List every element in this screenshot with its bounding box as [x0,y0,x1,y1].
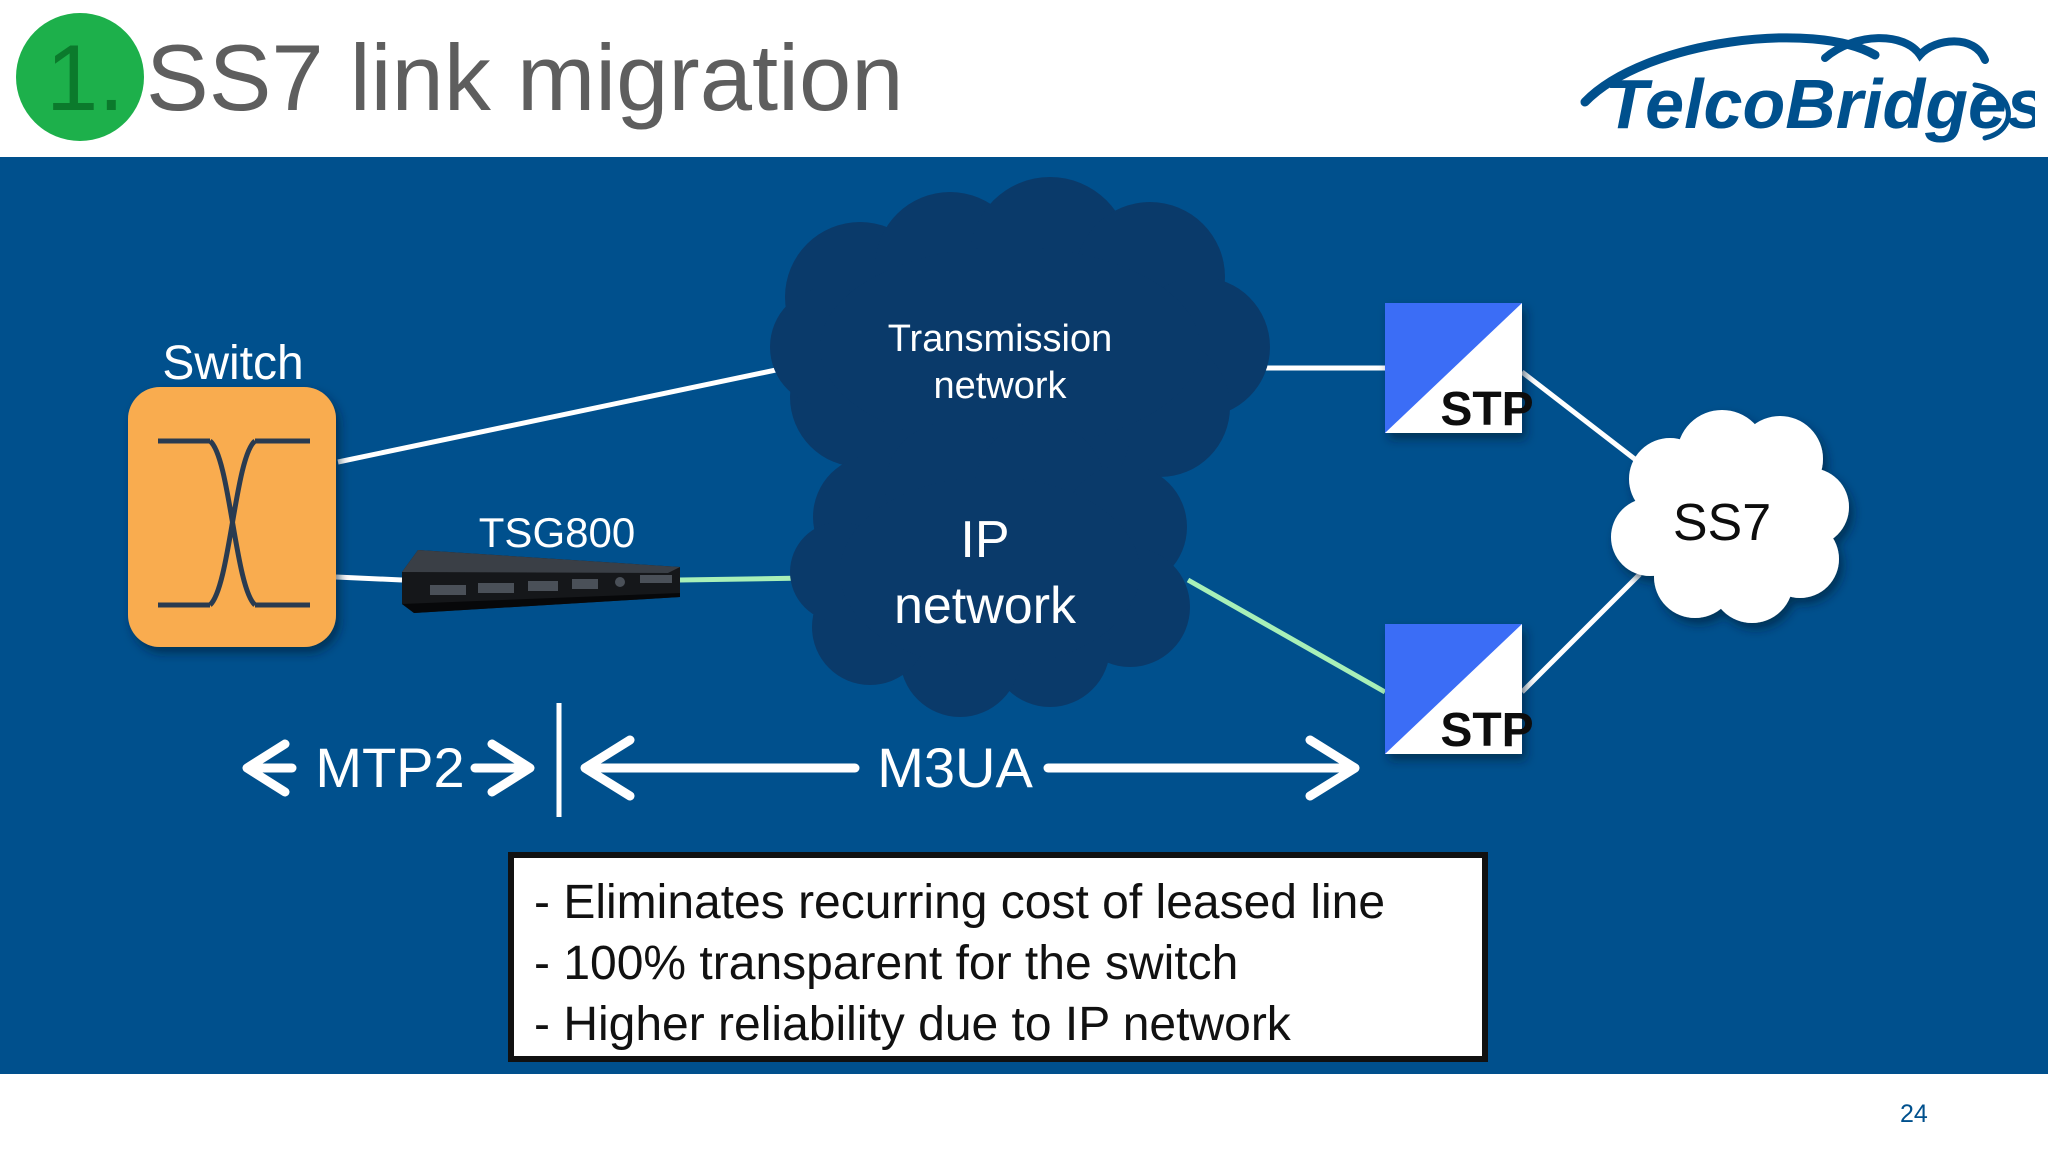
m3ua-arrow [580,735,1360,801]
network-diagram: Transmission network IP network Switch [128,177,1849,817]
ip-network-cloud: IP network [790,422,1190,717]
transmission-label-line2: network [933,365,1067,407]
stp-ss7-link-top [1520,370,1647,469]
switch-label: Switch [162,337,303,390]
benefit-item: - Higher reliability due to IP network [534,998,1291,1051]
slide-footer [0,1074,2048,1152]
slide-number: 1. [46,25,125,130]
benefit-item: - Eliminates recurring cost of leased li… [534,876,1386,929]
switch-transmission-link [337,364,791,465]
ss7-label: SS7 [1673,494,1771,552]
tsg-ip-link [679,575,809,583]
ss7-cloud [1611,410,1849,623]
ip-label-line1: IP [960,511,1009,569]
stp-bottom-label: STP [1440,704,1533,757]
stp-top-label: STP [1440,383,1533,436]
stp-ss7-link-bottom [1520,572,1642,694]
diagram-area: Transmission network IP network Switch [0,157,2048,1074]
ip-stp-link [1186,577,1387,695]
tsg800-label: TSG800 [479,509,635,556]
page-number: 24 [1900,1100,1928,1128]
tsg800-device-icon [402,550,680,613]
mtp2-label: MTP2 [315,736,464,799]
switch-tsg-link [335,574,403,583]
transmission-label-line1: Transmission [888,318,1113,360]
ip-label-line2: network [894,577,1077,635]
logo-text: TelcoBridges [1605,65,2035,143]
benefits-box: - Eliminates recurring cost of leased li… [508,852,1488,1062]
m3ua-label: M3UA [877,736,1033,799]
slide-title: SS7 link migration [146,25,904,130]
slide-number-badge [16,13,144,141]
mtp2-arrow [242,739,535,797]
switch-crossbar-icon [158,438,310,608]
slide-header: 1. SS7 link migration TelcoBridges [0,0,2048,157]
benefit-item: - 100% transparent for the switch [534,937,1239,990]
telcobridges-logo: TelcoBridges [1580,33,2035,143]
